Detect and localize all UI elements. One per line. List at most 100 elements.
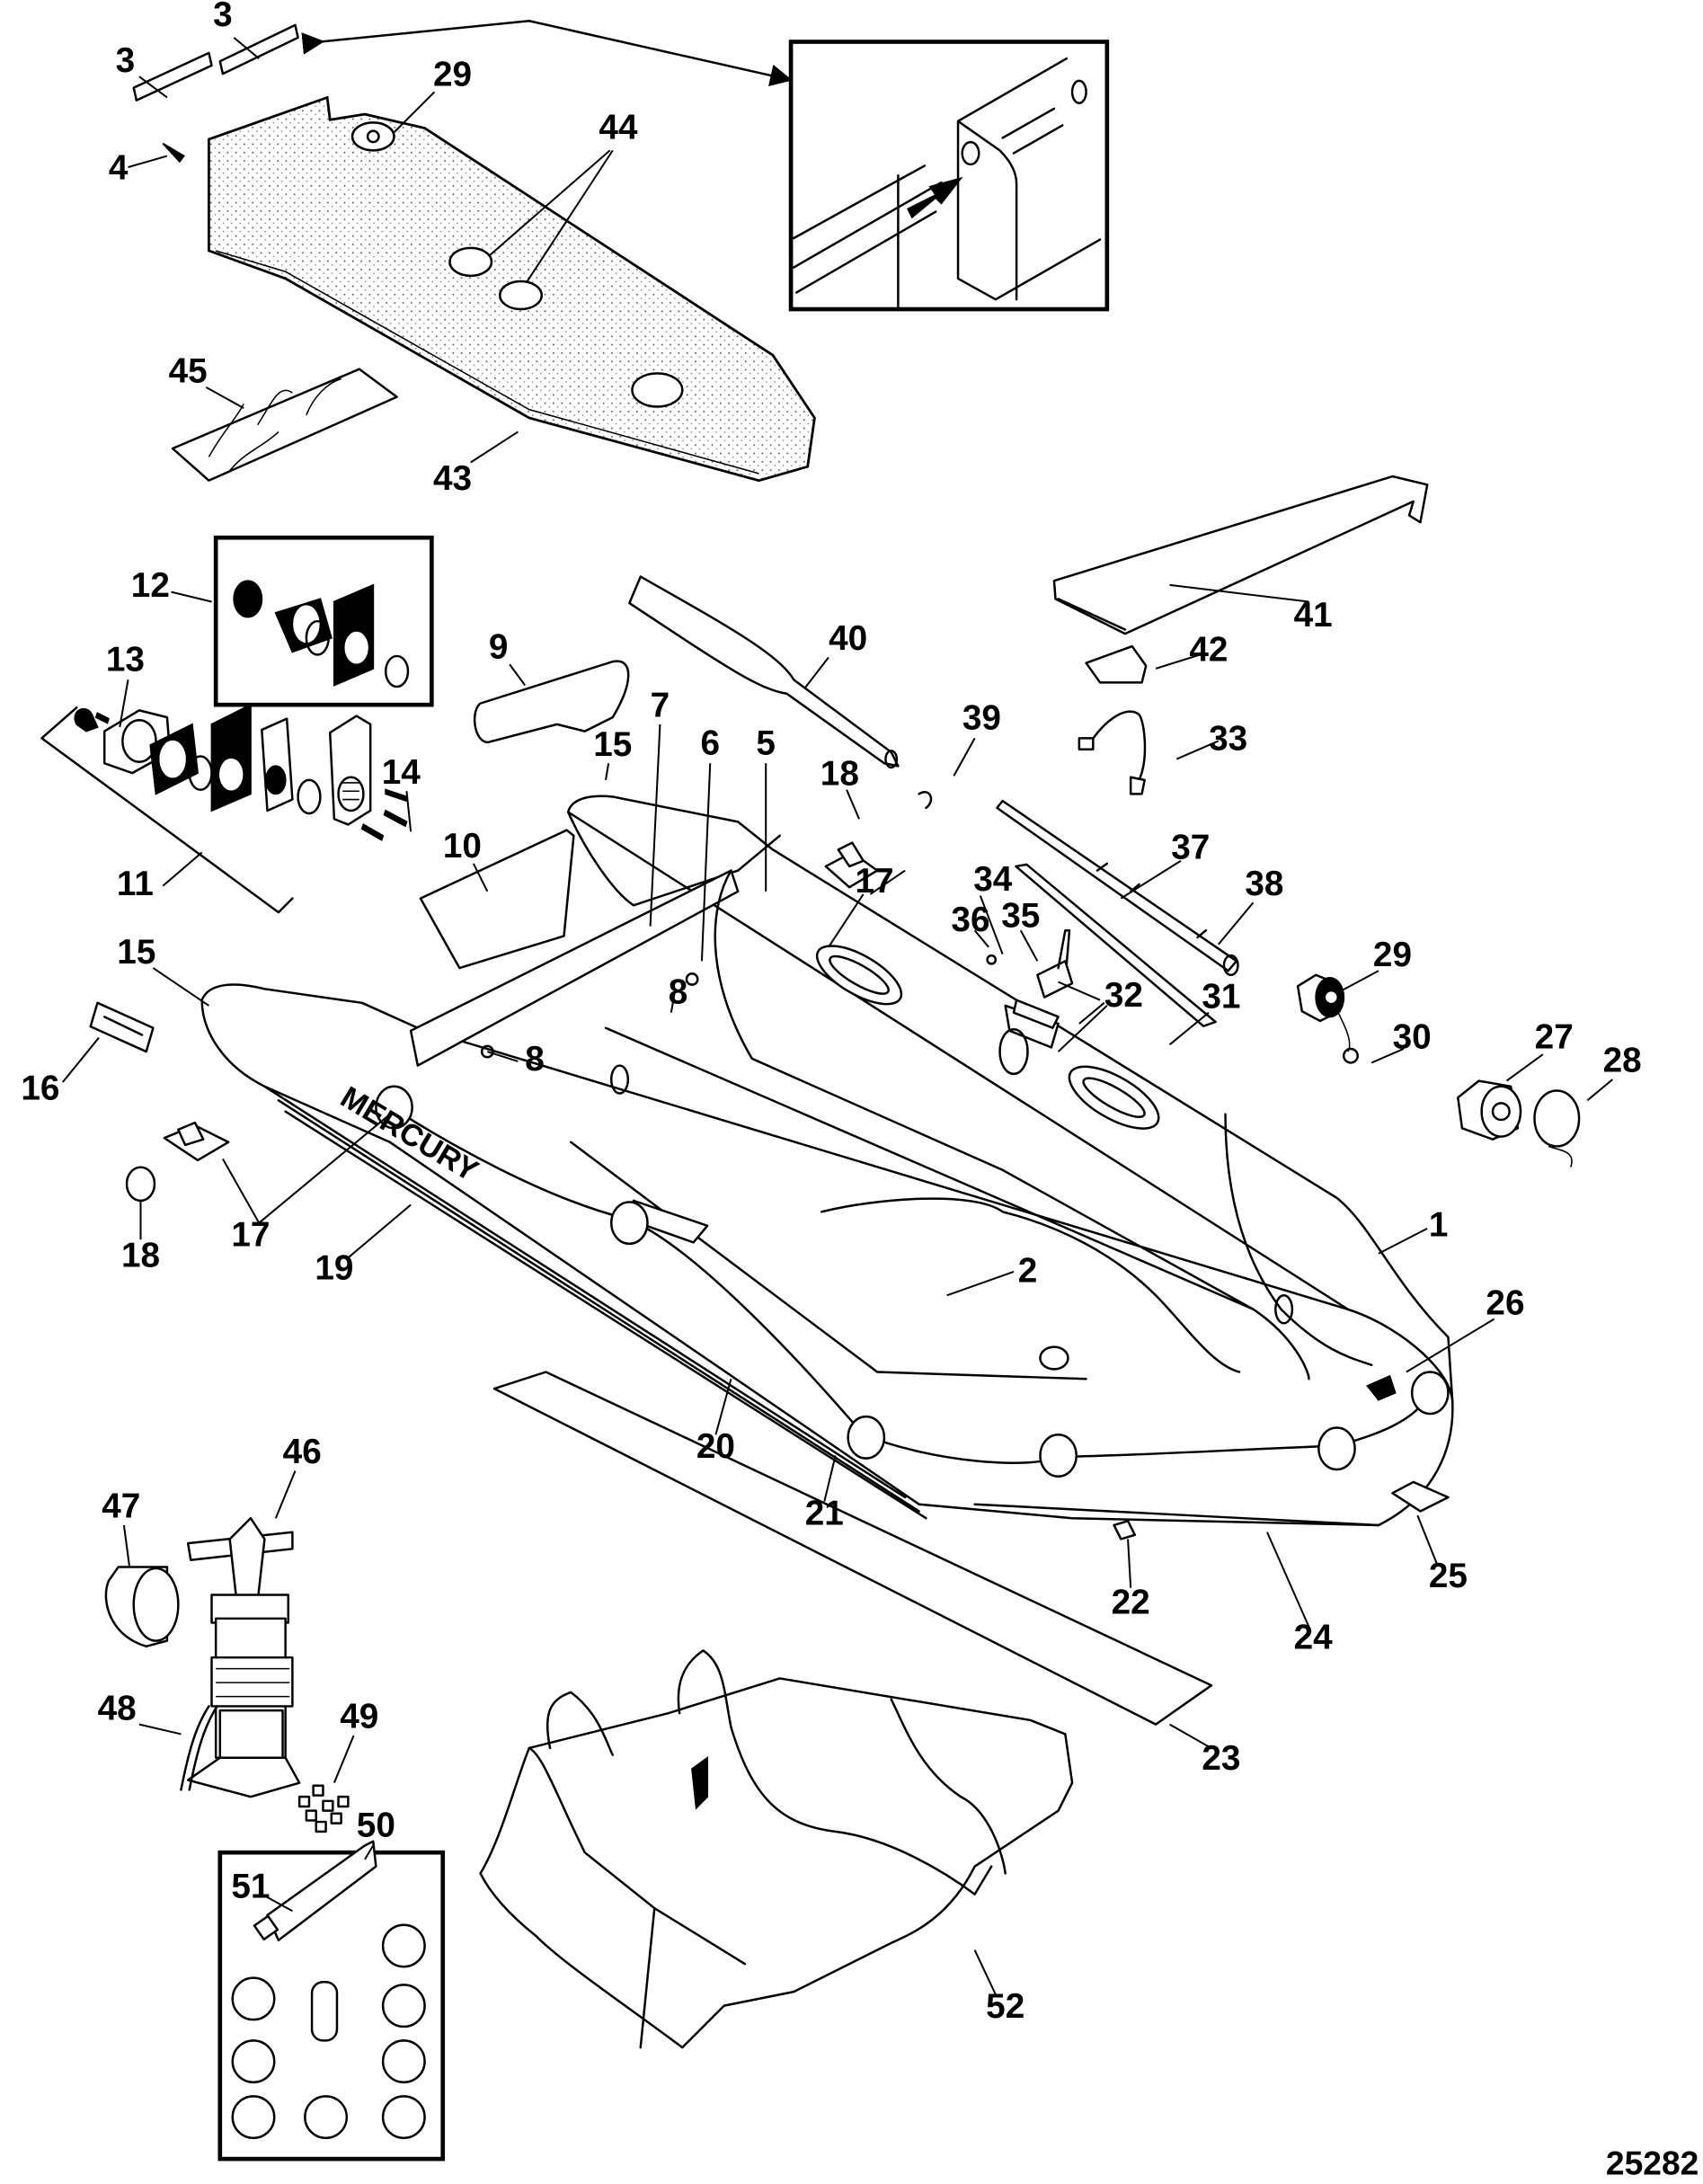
callout-label: 21 bbox=[805, 1494, 844, 1532]
callout-label: 44 bbox=[599, 108, 638, 146]
seat-bracket bbox=[1085, 644, 1148, 684]
pressure-gauge bbox=[104, 1566, 180, 1648]
bow-tube-right bbox=[566, 795, 1454, 1401]
callout-label: 33 bbox=[1209, 720, 1247, 759]
handle-loose bbox=[89, 1001, 155, 1053]
wood-plate bbox=[171, 368, 398, 482]
stringer-detail-inset bbox=[301, 20, 1110, 312]
rub-strip-ring bbox=[1113, 1520, 1137, 1540]
leader-lines bbox=[61, 37, 1613, 1995]
callout-label: 40 bbox=[829, 619, 867, 658]
boat-hull: MERCURY bbox=[200, 795, 1454, 1540]
callout-label: 36 bbox=[951, 901, 989, 939]
callout-label: 17 bbox=[856, 862, 894, 901]
callout-label: 42 bbox=[1189, 631, 1228, 670]
drain-plug bbox=[480, 1044, 494, 1059]
transom-pad bbox=[419, 829, 575, 970]
callout-label: 31 bbox=[1202, 977, 1240, 1016]
callout-label: 7 bbox=[651, 687, 670, 725]
d-ring bbox=[609, 1201, 649, 1246]
callout-label: 51 bbox=[231, 1868, 270, 1906]
callout-label: 22 bbox=[1112, 1584, 1150, 1622]
callout-label: 48 bbox=[98, 1689, 137, 1727]
safety-cord bbox=[1085, 710, 1147, 782]
floorboard-drain bbox=[631, 372, 684, 408]
callout-label: 8 bbox=[669, 973, 688, 1012]
callout-label: 6 bbox=[700, 724, 720, 762]
callout-label: 38 bbox=[1245, 865, 1283, 903]
valve-set bbox=[1296, 973, 1581, 1167]
floorboard-valve bbox=[350, 121, 395, 152]
callout-label: 32 bbox=[1104, 976, 1143, 1015]
callout-label: 28 bbox=[1603, 1042, 1642, 1080]
callout-label: 15 bbox=[117, 933, 155, 972]
mercury-logo bbox=[1366, 1374, 1397, 1401]
callout-label: 16 bbox=[21, 1070, 59, 1108]
callout-label: 15 bbox=[593, 725, 632, 764]
callout-label: 18 bbox=[121, 1237, 160, 1275]
callout-labels: 3 3 4 29 44 45 43 12 13 11 14 9 10 15 7 … bbox=[21, 0, 1641, 2026]
callout-label: 30 bbox=[1393, 1017, 1432, 1056]
callout-label: 2 bbox=[1018, 1252, 1038, 1291]
stringer bbox=[132, 51, 213, 102]
stringer bbox=[218, 23, 299, 75]
callout-label: 27 bbox=[1535, 1017, 1574, 1056]
callout-label: 14 bbox=[382, 753, 421, 792]
callout-label: 18 bbox=[820, 754, 859, 793]
foot-pump bbox=[180, 1516, 301, 1798]
callout-label: 47 bbox=[102, 1487, 140, 1526]
callout-label: 1 bbox=[1429, 1206, 1449, 1245]
rub-strip bbox=[492, 1371, 1213, 1726]
callout-label: 26 bbox=[1486, 1283, 1524, 1322]
callout-label: 19 bbox=[315, 1249, 353, 1288]
callout-label: 50 bbox=[357, 1806, 395, 1844]
screw bbox=[162, 142, 185, 164]
callout-label: 23 bbox=[1202, 1739, 1240, 1778]
bench-seat bbox=[1052, 475, 1429, 635]
callout-label: 12 bbox=[131, 566, 170, 605]
callout-label: 8 bbox=[525, 1040, 545, 1079]
callout-label: 3 bbox=[213, 0, 233, 34]
inspection-port-assembly bbox=[40, 535, 434, 914]
carry-handle bbox=[1068, 1065, 1160, 1130]
pump-adapters bbox=[297, 1784, 350, 1833]
transom bbox=[409, 869, 740, 1067]
callout-label: 29 bbox=[1373, 936, 1412, 974]
callout-label: 25 bbox=[1429, 1557, 1468, 1595]
repair-kit bbox=[217, 1840, 446, 2162]
oar-shaft bbox=[1015, 863, 1217, 1027]
d-ring bbox=[1039, 1433, 1078, 1478]
seat-cushion bbox=[473, 660, 630, 744]
callout-label: 45 bbox=[169, 352, 208, 391]
callout-label: 4 bbox=[109, 148, 129, 187]
callout-label: 9 bbox=[489, 627, 509, 666]
drain-plug bbox=[685, 972, 699, 986]
callout-label: 34 bbox=[973, 860, 1013, 899]
oarlock-pin bbox=[918, 791, 933, 810]
callout-label: 3 bbox=[116, 41, 136, 80]
storage-bag bbox=[479, 1649, 1074, 2049]
o-ring bbox=[125, 1166, 156, 1203]
callout-label: 13 bbox=[106, 640, 145, 679]
callout-label: 20 bbox=[696, 1427, 735, 1466]
d-ring bbox=[847, 1415, 886, 1460]
callout-label: 10 bbox=[443, 827, 482, 866]
floorboard-assembly bbox=[132, 23, 816, 483]
d-ring bbox=[1317, 1426, 1356, 1471]
callout-label: 35 bbox=[1001, 897, 1040, 936]
callout-label: 43 bbox=[433, 459, 472, 498]
floorboard-clip bbox=[448, 246, 493, 278]
valve-parts bbox=[1036, 960, 1074, 999]
callout-label: 17 bbox=[231, 1215, 270, 1254]
callout-label: 5 bbox=[756, 724, 776, 762]
callout-label: 49 bbox=[340, 1698, 378, 1736]
callout-label: 41 bbox=[1294, 596, 1333, 635]
oar-blade bbox=[628, 575, 900, 768]
carry-handle bbox=[815, 945, 903, 1006]
callout-label: 29 bbox=[433, 55, 472, 93]
d-ring bbox=[1410, 1371, 1450, 1416]
callout-label: 11 bbox=[117, 865, 154, 903]
callout-label: 52 bbox=[986, 1987, 1024, 2026]
callout-label: 46 bbox=[283, 1433, 322, 1471]
